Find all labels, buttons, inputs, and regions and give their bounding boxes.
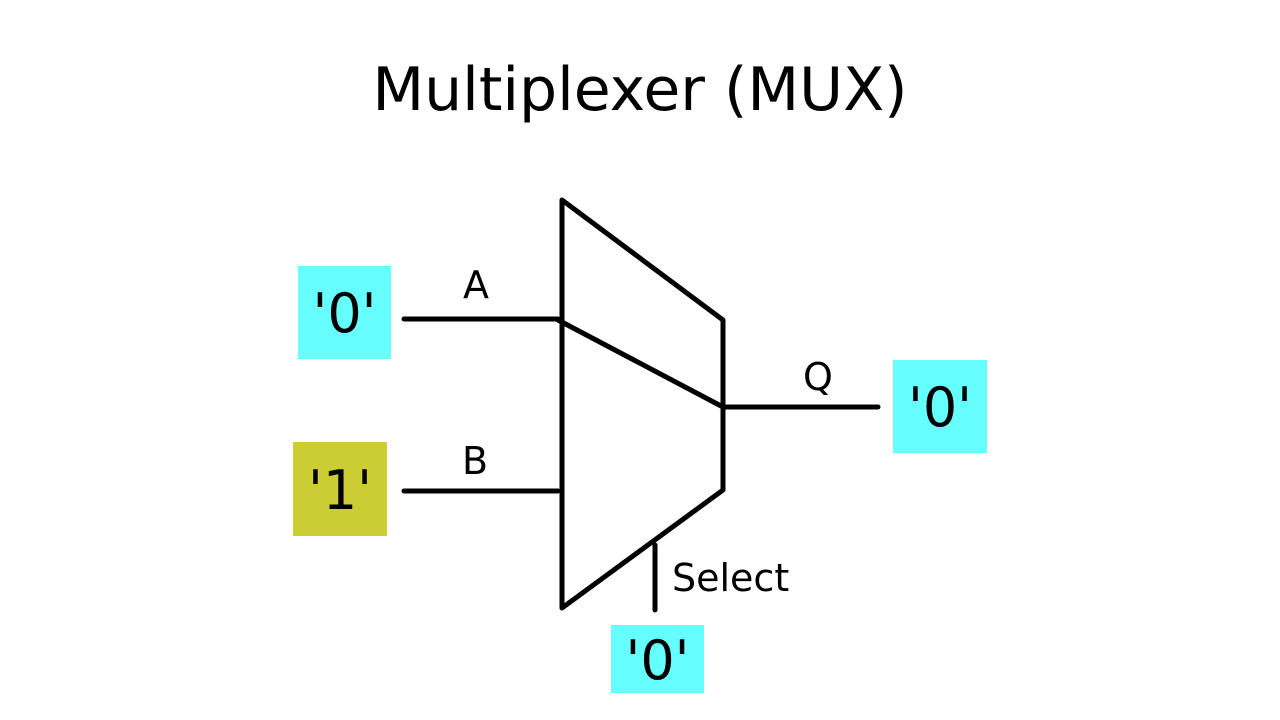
input-b-label: B [462, 439, 488, 483]
page-title: Multiplexer (MUX) [372, 55, 908, 125]
select-value: '0' [625, 629, 689, 692]
input-a-value-box [298, 266, 391, 359]
mux-internal-path [555, 317, 726, 410]
output-q-value-box [893, 360, 987, 453]
input-a-value: '0' [312, 282, 376, 345]
select-label: Select [672, 556, 789, 600]
output-q-value: '0' [908, 376, 972, 439]
select-value-box [611, 625, 704, 693]
input-b-value-box [293, 442, 387, 536]
mux-body [559, 197, 726, 611]
input-a-label: A [463, 263, 489, 307]
input-b-value: '1' [308, 459, 372, 522]
output-q-label: Q [803, 355, 833, 399]
